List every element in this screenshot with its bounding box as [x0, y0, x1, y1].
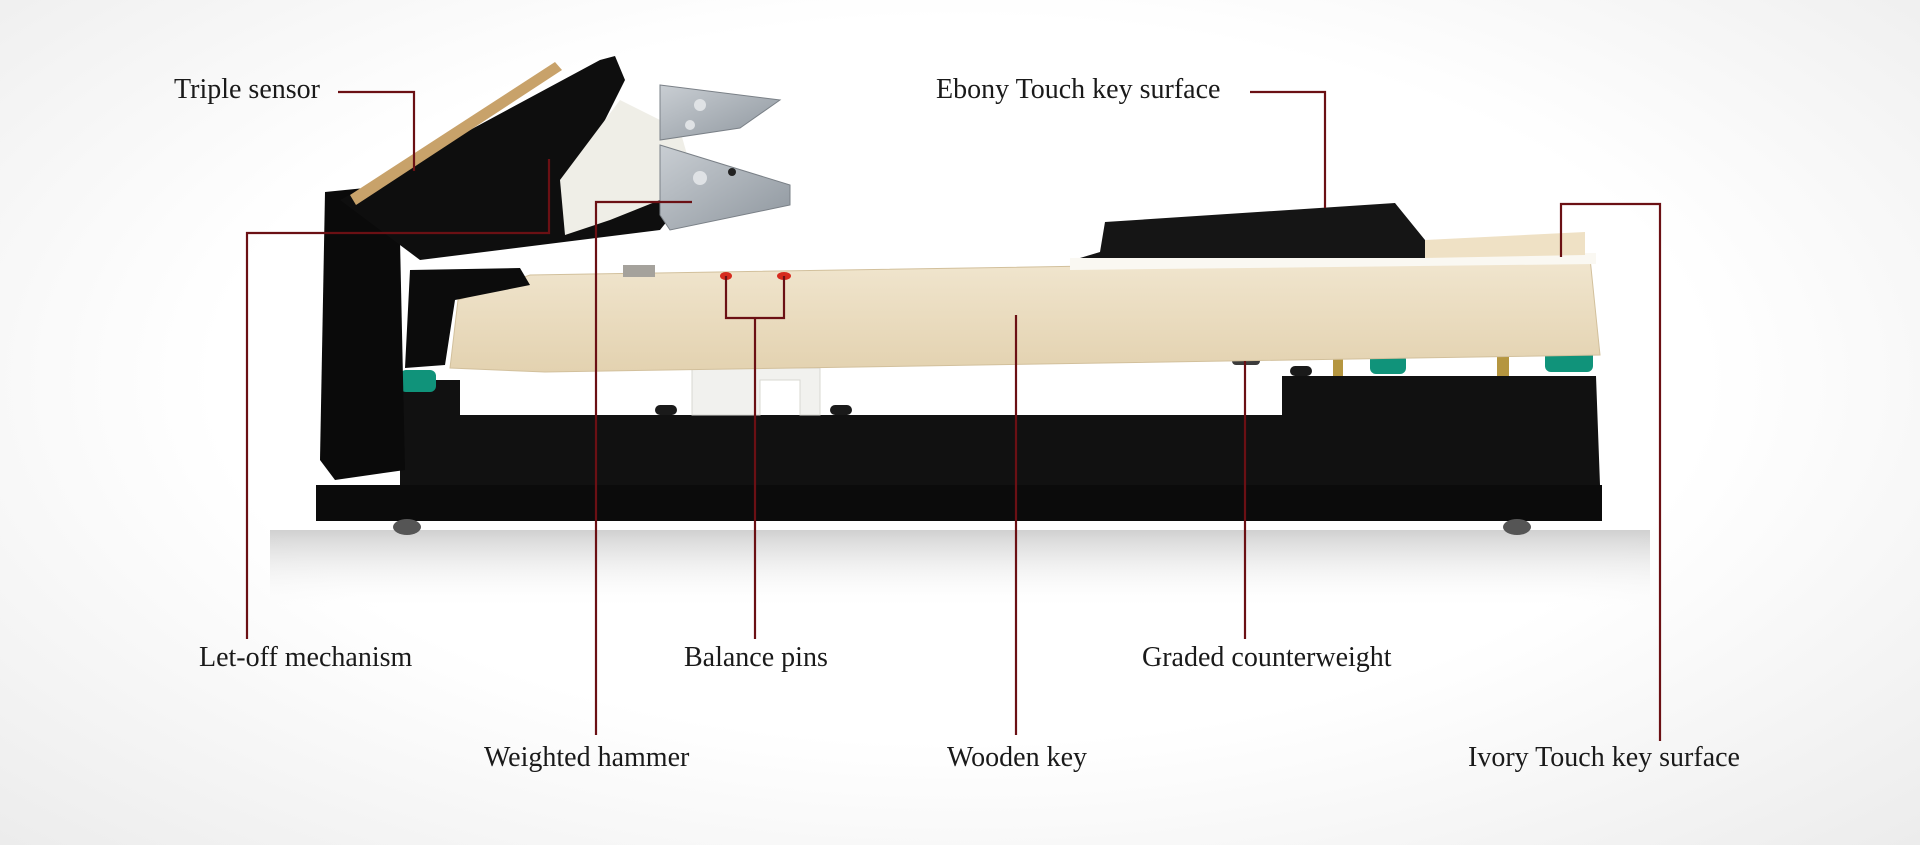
label-let-off: Let-off mechanism: [199, 642, 413, 673]
label-balance-pins: Balance pins: [684, 642, 828, 673]
leader-weighted-hammer: [594, 200, 692, 735]
key-front-block: [405, 268, 530, 368]
label-ivory-touch: Ivory Touch key surface: [1468, 742, 1740, 773]
label-weighted-hammer: Weighted hammer: [484, 742, 690, 773]
hammer-weights: [659, 84, 791, 231]
wooden-key: [449, 232, 1601, 373]
label-graded-counterweight: Graded counterweight: [1142, 642, 1392, 673]
label-ebony-touch: Ebony Touch key surface: [936, 74, 1221, 105]
leader-triple-sensor: [338, 90, 416, 171]
leader-let-off: [245, 159, 551, 639]
label-triple-sensor: Triple sensor: [174, 74, 320, 105]
let-off-felt: [623, 265, 655, 277]
floor-shadow: [270, 530, 1650, 610]
leader-lines: [245, 90, 1662, 741]
ebony-key-top: [1080, 203, 1425, 258]
sensor-board: [350, 62, 562, 205]
label-wooden-key: Wooden key: [947, 742, 1088, 773]
leader-ebony-touch: [1250, 90, 1327, 208]
leader-ivory-touch: [1559, 202, 1662, 741]
base-frame: [316, 366, 1602, 535]
action-bracket: [320, 188, 405, 480]
